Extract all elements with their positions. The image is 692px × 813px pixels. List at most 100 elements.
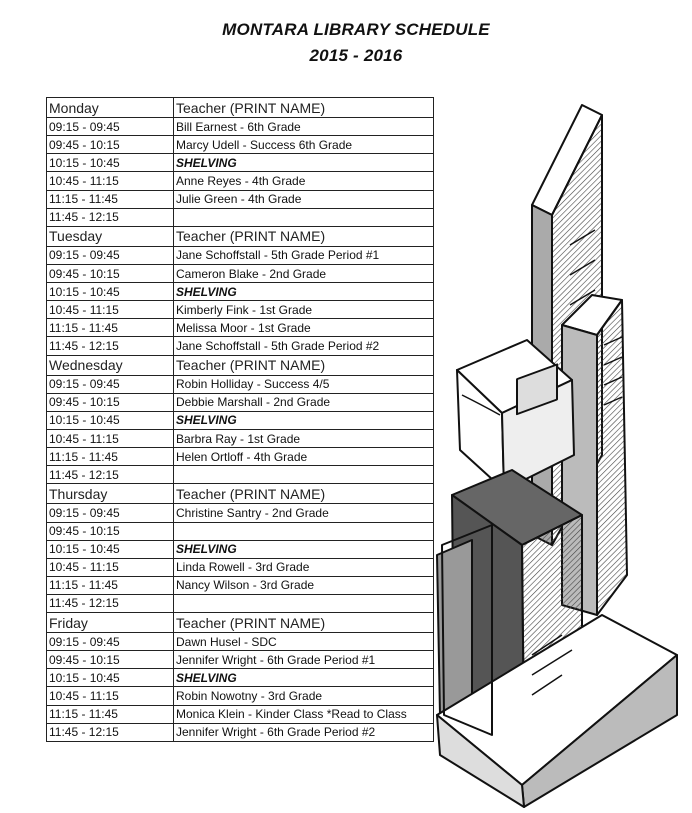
time-slot: 11:15 - 11:45 [46, 575, 174, 595]
time-slot: 10:15 - 10:45 [46, 539, 174, 559]
time-slot: 10:15 - 10:45 [46, 410, 174, 430]
teacher-column-header: Teacher (PRINT NAME) [173, 96, 434, 119]
day-label: Friday [46, 611, 174, 634]
time-slot: 10:45 - 11:15 [46, 300, 174, 320]
time-slot: 10:45 - 11:15 [46, 686, 174, 706]
teacher-cell: Cameron Blake - 2nd Grade [173, 264, 434, 284]
teacher-cell [173, 521, 434, 541]
time-slot: 10:15 - 10:45 [46, 153, 174, 173]
teacher-cell: Debbie Marshall - 2nd Grade [173, 392, 434, 412]
teacher-cell: Robin Holliday - Success 4/5 [173, 374, 434, 394]
teacher-cell: Kimberly Fink - 1st Grade [173, 300, 434, 320]
time-slot: 10:15 - 10:45 [46, 282, 174, 302]
table-row: 11:45 - 12:15 [46, 593, 434, 614]
time-slot: 09:15 - 09:45 [46, 503, 174, 523]
time-slot: 11:45 - 12:15 [46, 336, 174, 356]
teacher-cell: Jennifer Wright - 6th Grade Period #2 [173, 722, 434, 742]
day-label: Monday [46, 96, 174, 119]
teacher-cell: Nancy Wilson - 3rd Grade [173, 575, 434, 595]
time-slot: 09:45 - 10:15 [46, 135, 174, 155]
time-slot: 09:15 - 09:45 [46, 117, 174, 137]
time-slot: 10:45 - 11:15 [46, 428, 174, 449]
teacher-cell: Helen Ortloff - 4th Grade [173, 447, 434, 467]
teacher-cell: SHELVING [173, 410, 434, 430]
time-slot: 09:45 - 10:15 [46, 264, 174, 284]
teacher-cell [173, 465, 434, 485]
table-row: 09:45 - 10:15 [46, 521, 434, 541]
teacher-column-header: Teacher (PRINT NAME) [173, 483, 434, 505]
day-label: Tuesday [46, 225, 174, 247]
teacher-cell: Anne Reyes - 4th Grade [173, 171, 434, 191]
time-slot: 11:15 - 11:45 [46, 318, 174, 338]
stack-of-books-icon [436, 104, 678, 808]
teacher-cell [173, 207, 434, 227]
teacher-cell: SHELVING [173, 282, 434, 302]
day-label: Thursday [46, 483, 174, 505]
time-slot: 11:45 - 12:15 [46, 207, 174, 227]
teacher-column-header: Teacher (PRINT NAME) [173, 611, 434, 634]
teacher-cell: Marcy Udell - Success 6th Grade [173, 135, 434, 155]
time-slot: 09:45 - 10:15 [46, 392, 174, 412]
time-slot: 11:45 - 12:15 [46, 722, 174, 742]
teacher-cell: Barbra Ray - 1st Grade [173, 428, 434, 449]
teacher-cell: SHELVING [173, 668, 434, 688]
teacher-cell: SHELVING [173, 539, 434, 559]
time-slot: 11:15 - 11:45 [46, 189, 174, 209]
teacher-cell: Jennifer Wright - 6th Grade Period #1 [173, 650, 434, 670]
teacher-cell: Robin Nowotny - 3rd Grade [173, 686, 434, 706]
time-slot: 09:45 - 10:15 [46, 521, 174, 541]
day-label: Wednesday [46, 354, 174, 376]
teacher-cell: Christine Santry - 2nd Grade [173, 503, 434, 523]
time-slot: 11:15 - 11:45 [46, 704, 174, 724]
time-slot: 09:15 - 09:45 [46, 245, 174, 266]
time-slot: 11:45 - 12:15 [46, 593, 174, 614]
teacher-cell: Bill Earnest - 6th Grade [173, 117, 434, 137]
teacher-cell: Melissa Moor - 1st Grade [173, 318, 434, 338]
teacher-cell: Julie Green - 4th Grade [173, 189, 434, 209]
teacher-cell: Dawn Husel - SDC [173, 632, 434, 652]
time-slot: 09:45 - 10:15 [46, 650, 174, 670]
time-slot: 09:15 - 09:45 [46, 632, 174, 652]
teacher-column-header: Teacher (PRINT NAME) [173, 225, 434, 247]
teacher-cell: Jane Schoffstall - 5th Grade Period #2 [173, 336, 434, 356]
time-slot: 10:15 - 10:45 [46, 668, 174, 688]
teacher-cell: SHELVING [173, 153, 434, 173]
teacher-cell [173, 593, 434, 614]
teacher-cell: Jane Schoffstall - 5th Grade Period #1 [173, 245, 434, 266]
time-slot: 09:15 - 09:45 [46, 374, 174, 394]
time-slot: 10:45 - 11:15 [46, 557, 174, 577]
teacher-column-header: Teacher (PRINT NAME) [173, 354, 434, 376]
teacher-cell: Monica Klein - Kinder Class *Read to Cla… [173, 704, 434, 724]
time-slot: 11:15 - 11:45 [46, 447, 174, 467]
page-subtitle: 2015 - 2016 [309, 46, 403, 65]
